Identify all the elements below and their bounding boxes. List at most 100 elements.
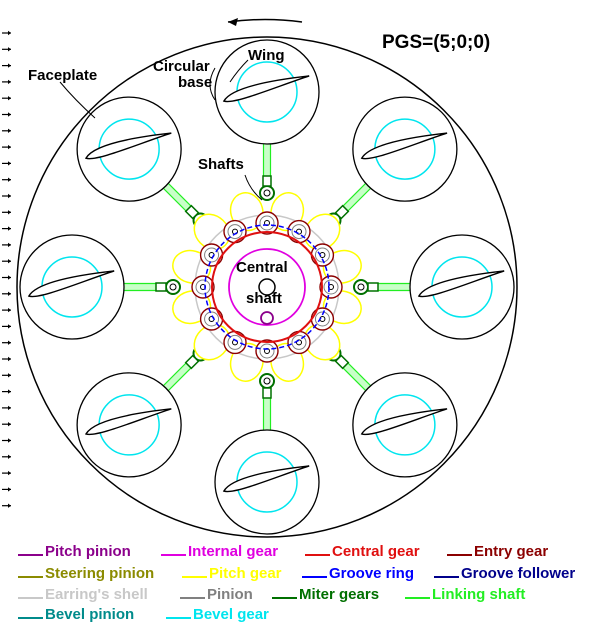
shafts-label: Shafts (198, 156, 244, 173)
tick-arrowhead (8, 438, 11, 443)
legend-label: Internal gear (188, 543, 278, 560)
groove-ring (204, 224, 330, 350)
legend-item: Miter gears (272, 586, 379, 603)
tick-arrowhead (8, 291, 11, 296)
miter-gear-block (367, 282, 379, 292)
pinion (323, 279, 339, 295)
tick-arrowhead (8, 193, 11, 199)
legend-item: Pinion (180, 586, 253, 603)
miter-gear-hub (169, 283, 177, 291)
circular-base-label-line2: base (178, 74, 212, 91)
tick-arrowhead (8, 470, 11, 476)
tick-arrowhead (8, 210, 11, 215)
tick-arrowhead (8, 487, 11, 492)
legend-label: Steering pinion (45, 565, 154, 582)
wing (360, 132, 448, 160)
circular-base-label-line1: Circular (153, 58, 210, 75)
pinion (314, 247, 330, 263)
legend-label: Linking shaft (432, 586, 525, 603)
legend-label: Pinion (207, 586, 253, 603)
leader-lines (59, 59, 263, 201)
wing-label: Wing (248, 47, 285, 64)
pitch-gear (303, 323, 341, 361)
legend-item: Central gear (305, 543, 420, 560)
title-label: PGS=(5;0;0) (382, 32, 490, 53)
blade-units (19, 39, 515, 535)
tick-arrowhead (8, 47, 11, 52)
miter-gear-block (184, 204, 200, 220)
tick-arrowhead (8, 161, 11, 166)
miter-gear-block (184, 354, 200, 370)
pinion (195, 279, 211, 295)
tick-arrowhead (8, 340, 11, 345)
miter-gear-block (334, 354, 350, 370)
legend-item: Bevel pinion (18, 606, 134, 623)
circular-base (214, 39, 320, 145)
wing (27, 270, 115, 298)
pitch-gear (193, 323, 231, 361)
legend: Pitch pinion Internal gear Central gear Ent… (18, 543, 575, 623)
circular-base (352, 96, 458, 202)
wing (84, 132, 172, 160)
tick-arrowhead (8, 226, 11, 231)
miter-gear-block (155, 282, 167, 292)
legend-item: Internal gear (161, 543, 278, 560)
pinion (227, 224, 243, 240)
legend-label: Groove follower (461, 565, 575, 582)
pinion (204, 247, 220, 263)
legend-label: Pitch gear (209, 565, 282, 582)
wing (222, 75, 310, 103)
pinion (227, 334, 243, 350)
circular-base (76, 372, 182, 478)
circular-base (214, 429, 320, 535)
miter-gear-hub (263, 189, 271, 197)
pinion (314, 311, 330, 327)
rotation-arrow-icon (227, 18, 303, 26)
circular-base (19, 234, 125, 340)
legend-item: Groove follower (434, 565, 575, 582)
legend-item: Entry gear (447, 543, 548, 560)
central-shaft-label-line2: shaft (246, 290, 282, 307)
tick-arrowhead (8, 177, 11, 182)
central-gear (211, 231, 323, 343)
legend-label: Miter gears (299, 586, 379, 603)
legend-item: Groove ring (302, 565, 414, 582)
legend-item: Earring's shell (18, 586, 148, 603)
tick-arrowhead (8, 307, 11, 313)
tick-arrowhead (8, 259, 11, 264)
pinion (204, 311, 220, 327)
tick-arrowhead (8, 275, 11, 280)
pinion (259, 215, 275, 231)
wing (417, 270, 505, 298)
tick-arrowhead (8, 63, 11, 68)
tick-arrowhead (8, 144, 11, 150)
circular-base (409, 234, 515, 340)
pinion (291, 224, 307, 240)
miter-gear-hub (357, 283, 365, 291)
tick-arrowhead (8, 454, 11, 459)
tick-arrowhead (8, 389, 11, 394)
legend-label: Entry gear (474, 543, 548, 560)
tick-arrowhead (8, 30, 11, 36)
tick-arrowhead (8, 112, 11, 117)
legend-label: Pitch pinion (45, 543, 131, 560)
wing (222, 465, 310, 493)
central-shaft (258, 278, 276, 296)
tick-arrowhead (8, 79, 11, 85)
tick-arrowhead (8, 405, 11, 411)
faceplate (16, 36, 518, 538)
tick-arrowhead (8, 324, 11, 329)
pinion (291, 334, 307, 350)
circular-base (352, 372, 458, 478)
pitch-gear (193, 213, 231, 251)
internal-gear (228, 248, 306, 326)
tick-arrowhead (8, 128, 11, 133)
legend-label: Bevel gear (193, 606, 269, 623)
legend-item: Linking shaft (405, 586, 525, 603)
pinion (259, 343, 275, 359)
tick-arrowhead (8, 422, 11, 427)
pitch-pinion (260, 311, 274, 325)
wing (84, 408, 172, 436)
pitch-gear (303, 213, 341, 251)
